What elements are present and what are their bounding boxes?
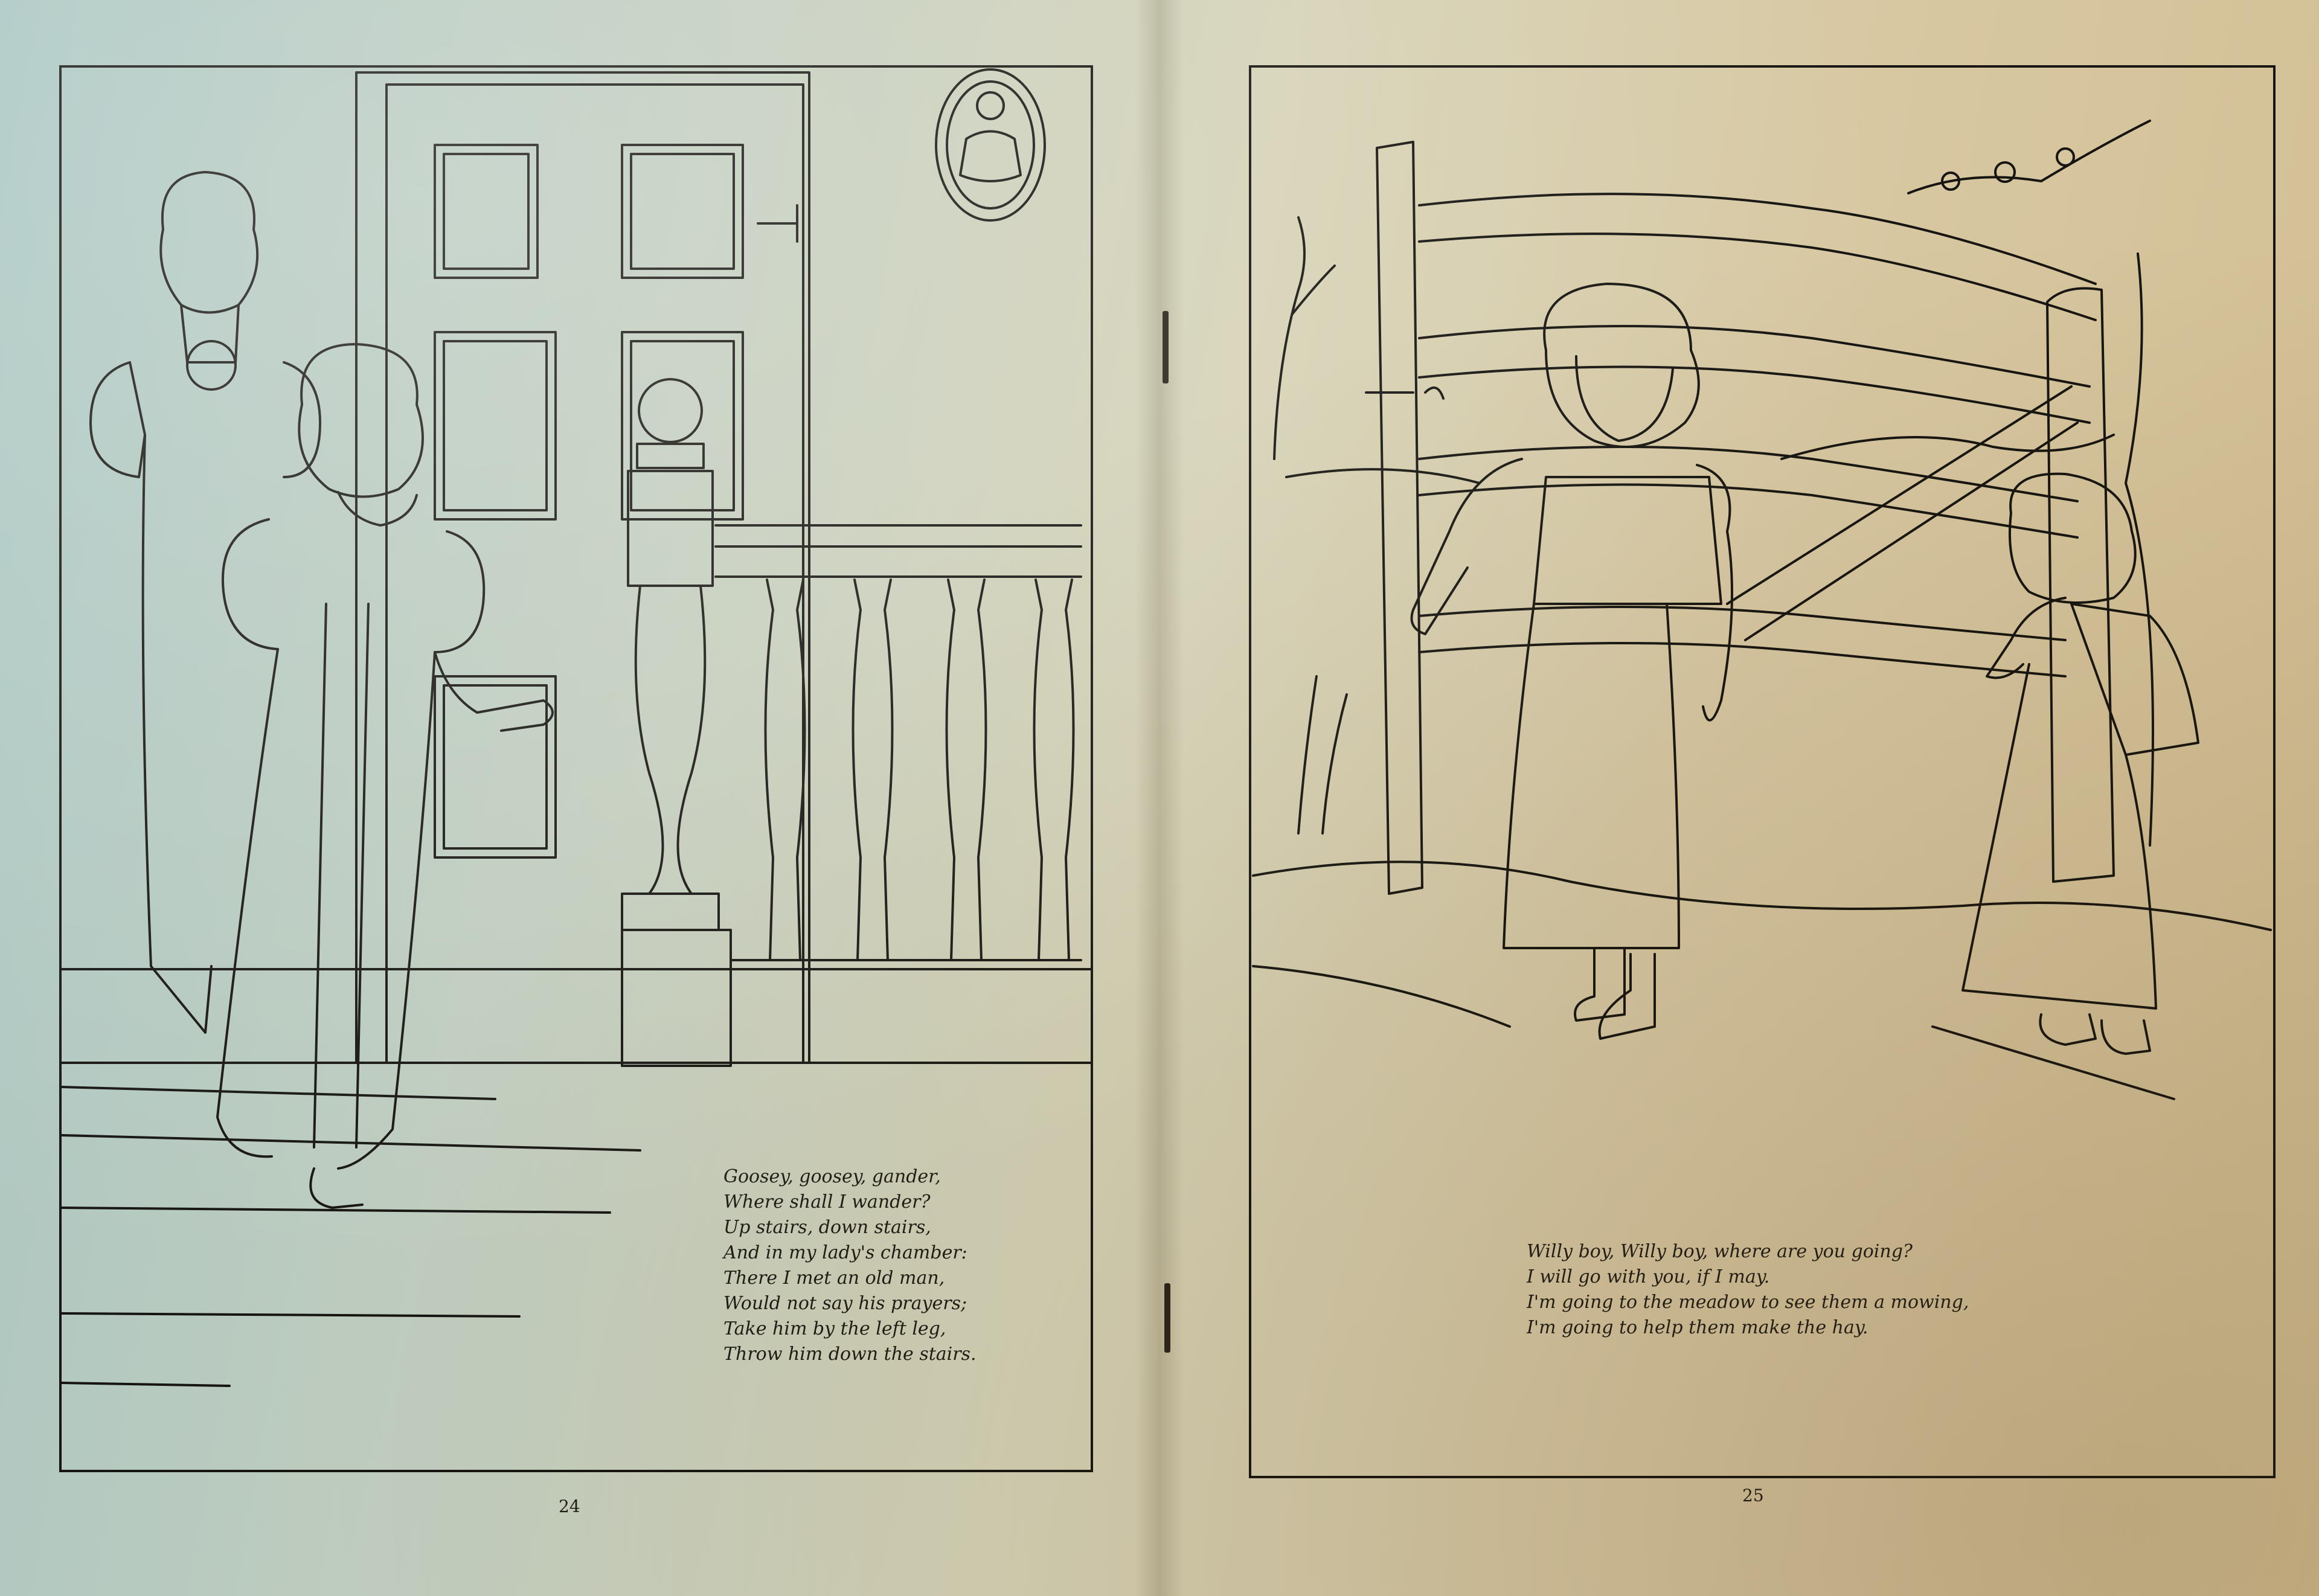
left-page-verse: Goosey, goosey, gander, Where shall I wa… — [723, 1164, 977, 1367]
verse-line: I will go with you, if I may. — [1527, 1266, 1770, 1287]
right-page-frame — [1249, 65, 2276, 1478]
verse-line: Willy boy, Willy boy, where are you goin… — [1527, 1241, 1913, 1262]
staple-top — [1163, 311, 1169, 383]
verse-line: I'm going to help them make the hay. — [1527, 1317, 1868, 1338]
book-gutter — [1135, 0, 1184, 1596]
left-page-number: 24 — [559, 1496, 580, 1516]
verse-line: Up stairs, down stairs, — [723, 1217, 931, 1238]
verse-line: Goosey, goosey, gander, — [723, 1166, 941, 1187]
verse-line: And in my lady's chamber: — [723, 1242, 967, 1263]
right-page-number: 25 — [1742, 1485, 1764, 1505]
right-page-verse: Willy boy, Willy boy, where are you goin… — [1527, 1239, 1969, 1341]
left-page-frame — [59, 65, 1093, 1472]
staple-bottom — [1164, 1283, 1170, 1353]
verse-line: There I met an old man, — [723, 1268, 945, 1289]
verse-line: Where shall I wander? — [723, 1191, 931, 1213]
verse-line: Would not say his prayers; — [723, 1293, 967, 1314]
verse-line: Throw him down the stairs. — [723, 1344, 977, 1365]
verse-line: Take him by the left leg, — [723, 1318, 946, 1339]
verse-line: I'm going to the meadow to see them a mo… — [1527, 1292, 1969, 1313]
